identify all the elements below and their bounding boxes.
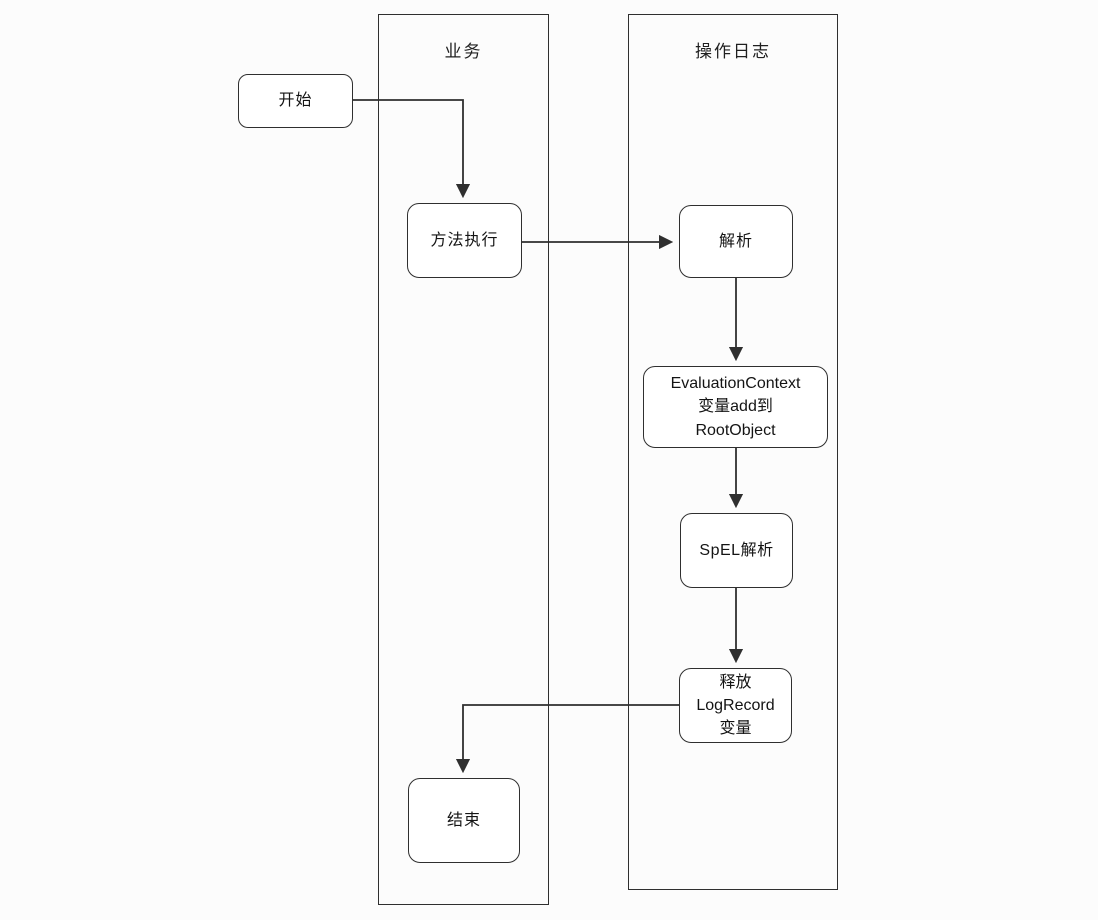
- node-parse: 解析: [679, 205, 793, 278]
- node-start-label: 开始: [278, 92, 313, 110]
- lane-business: 业务: [378, 14, 549, 905]
- node-end-label: 结束: [446, 811, 481, 829]
- node-spel-parse: SpEL解析: [680, 513, 793, 588]
- node-method-execute: 方法执行: [407, 203, 522, 278]
- node-release-logrecord-label: 释放 LogRecord 变量: [696, 673, 775, 738]
- node-start: 开始: [238, 74, 353, 128]
- node-evaluation-context: EvaluationContext 变量add到 RootObject: [643, 366, 828, 448]
- node-end: 结束: [408, 778, 520, 863]
- node-parse-label: 解析: [718, 232, 753, 250]
- node-release-logrecord: 释放 LogRecord 变量: [679, 668, 792, 743]
- node-evaluation-context-label: EvaluationContext 变量add到 RootObject: [670, 375, 801, 439]
- node-spel-parse-label: SpEL解析: [699, 541, 774, 559]
- node-method-execute-label: 方法执行: [430, 231, 499, 249]
- lane-business-title: 业务: [444, 42, 483, 61]
- lane-operation-log: 操作日志: [628, 14, 838, 890]
- lane-operation-log-title: 操作日志: [695, 42, 771, 61]
